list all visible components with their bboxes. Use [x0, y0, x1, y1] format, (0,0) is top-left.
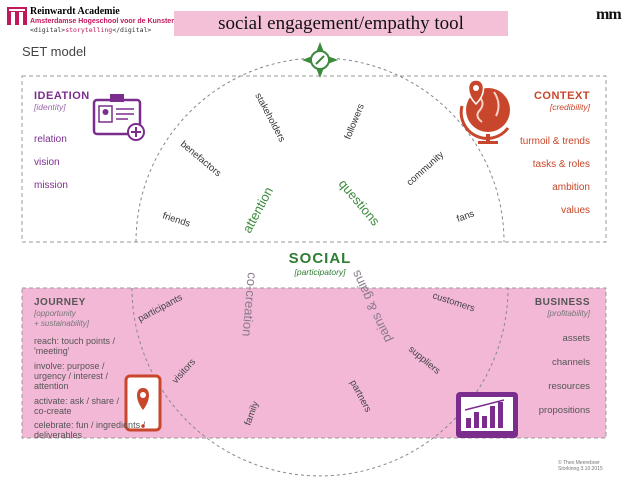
- context-title: CONTEXT: [533, 90, 590, 102]
- journey-subtitle-line1: [opportunity: [34, 309, 76, 318]
- context-item-tasks-roles: tasks & roles: [532, 159, 590, 170]
- phone-pin-icon: [124, 374, 162, 432]
- ideation-context-box: [21, 75, 607, 243]
- inner-label-questions: questions: [336, 176, 384, 229]
- copyright-line2: Storkinng 3.10.2015: [558, 466, 603, 472]
- journey-business-box: [21, 287, 607, 439]
- journey-item-activate: activate: ask / share / co-create: [34, 396, 120, 416]
- tablet-chart-icon: [456, 392, 518, 438]
- arc-label-followers: followers: [343, 102, 367, 141]
- logo-tag-close: </digital>: [112, 26, 152, 34]
- context-item-ambition: ambition: [552, 182, 590, 193]
- ideation-item-relation: relation: [34, 134, 67, 145]
- journey-item-reach: reach: touch points / 'meeting': [34, 336, 116, 356]
- journey-item-celebrate: celebrate: fun / ingredients / deliverab…: [34, 420, 146, 440]
- arc-label-friends: friends: [161, 210, 192, 229]
- journey-title: JOURNEY: [34, 297, 86, 308]
- inner-label-attention: attention: [239, 184, 276, 235]
- institution-logo: Reinwardt Academie Amsterdamse Hogeschoo…: [30, 6, 180, 35]
- logo-tag-middle: storytelling: [65, 26, 113, 34]
- journey-subtitle-line2: + sustainability]: [34, 319, 89, 328]
- context-item-turmoil-trends: turmoil & trends: [519, 136, 590, 147]
- business-subtitle: [profitability]: [547, 309, 590, 318]
- compass-icon: [302, 42, 338, 78]
- arc-label-community: community: [405, 149, 447, 188]
- arc-label-benefactors: benefactors: [178, 139, 223, 179]
- page-title: social engagement/empathy tool: [218, 13, 464, 34]
- context-subtitle: [credibility]: [549, 102, 590, 112]
- globe-pin-icon: [459, 79, 510, 144]
- business-item-resources: resources: [548, 381, 590, 392]
- logo-tagline: <digital>storytelling</digital>: [30, 26, 180, 35]
- business-item-channels: channels: [551, 357, 590, 368]
- context-item-values: values: [561, 205, 590, 216]
- business-title: BUSINESS: [534, 297, 590, 308]
- id-card-icon: [92, 94, 145, 141]
- inner-label-co-creation: co-creation: [239, 272, 260, 337]
- ideation-title: IDEATION: [34, 90, 90, 102]
- journey-item-involve: involve: purpose / urgency / interest / …: [34, 361, 109, 391]
- social-title: SOCIAL: [288, 250, 352, 267]
- ideation-item-vision: vision: [34, 157, 60, 168]
- business-item-assets: assets: [562, 333, 590, 344]
- ideation-item-mission: mission: [34, 180, 68, 191]
- logo-subname: Amsterdamse Hogeschool voor de Kunsten: [30, 18, 176, 25]
- logo-tag-open: <digital>: [30, 26, 66, 34]
- arc-label-stakeholders: stakeholders: [252, 91, 287, 144]
- ideation-subtitle: [identity]: [34, 102, 66, 112]
- institution-logo-mark: [7, 7, 27, 25]
- model-label: SET model: [22, 44, 87, 59]
- title-bar: social engagement/empathy tool: [174, 11, 508, 36]
- business-item-propositions: propositions: [538, 405, 590, 416]
- copyright-note: © Theo Meereboer Storkinng 3.10.2015: [558, 460, 603, 472]
- social-subtitle: [participatory]: [294, 267, 346, 277]
- copyright-line1: © Theo Meereboer: [558, 460, 600, 466]
- logo-name: Reinwardt Academie: [30, 6, 120, 17]
- corner-logo: mm: [596, 6, 622, 23]
